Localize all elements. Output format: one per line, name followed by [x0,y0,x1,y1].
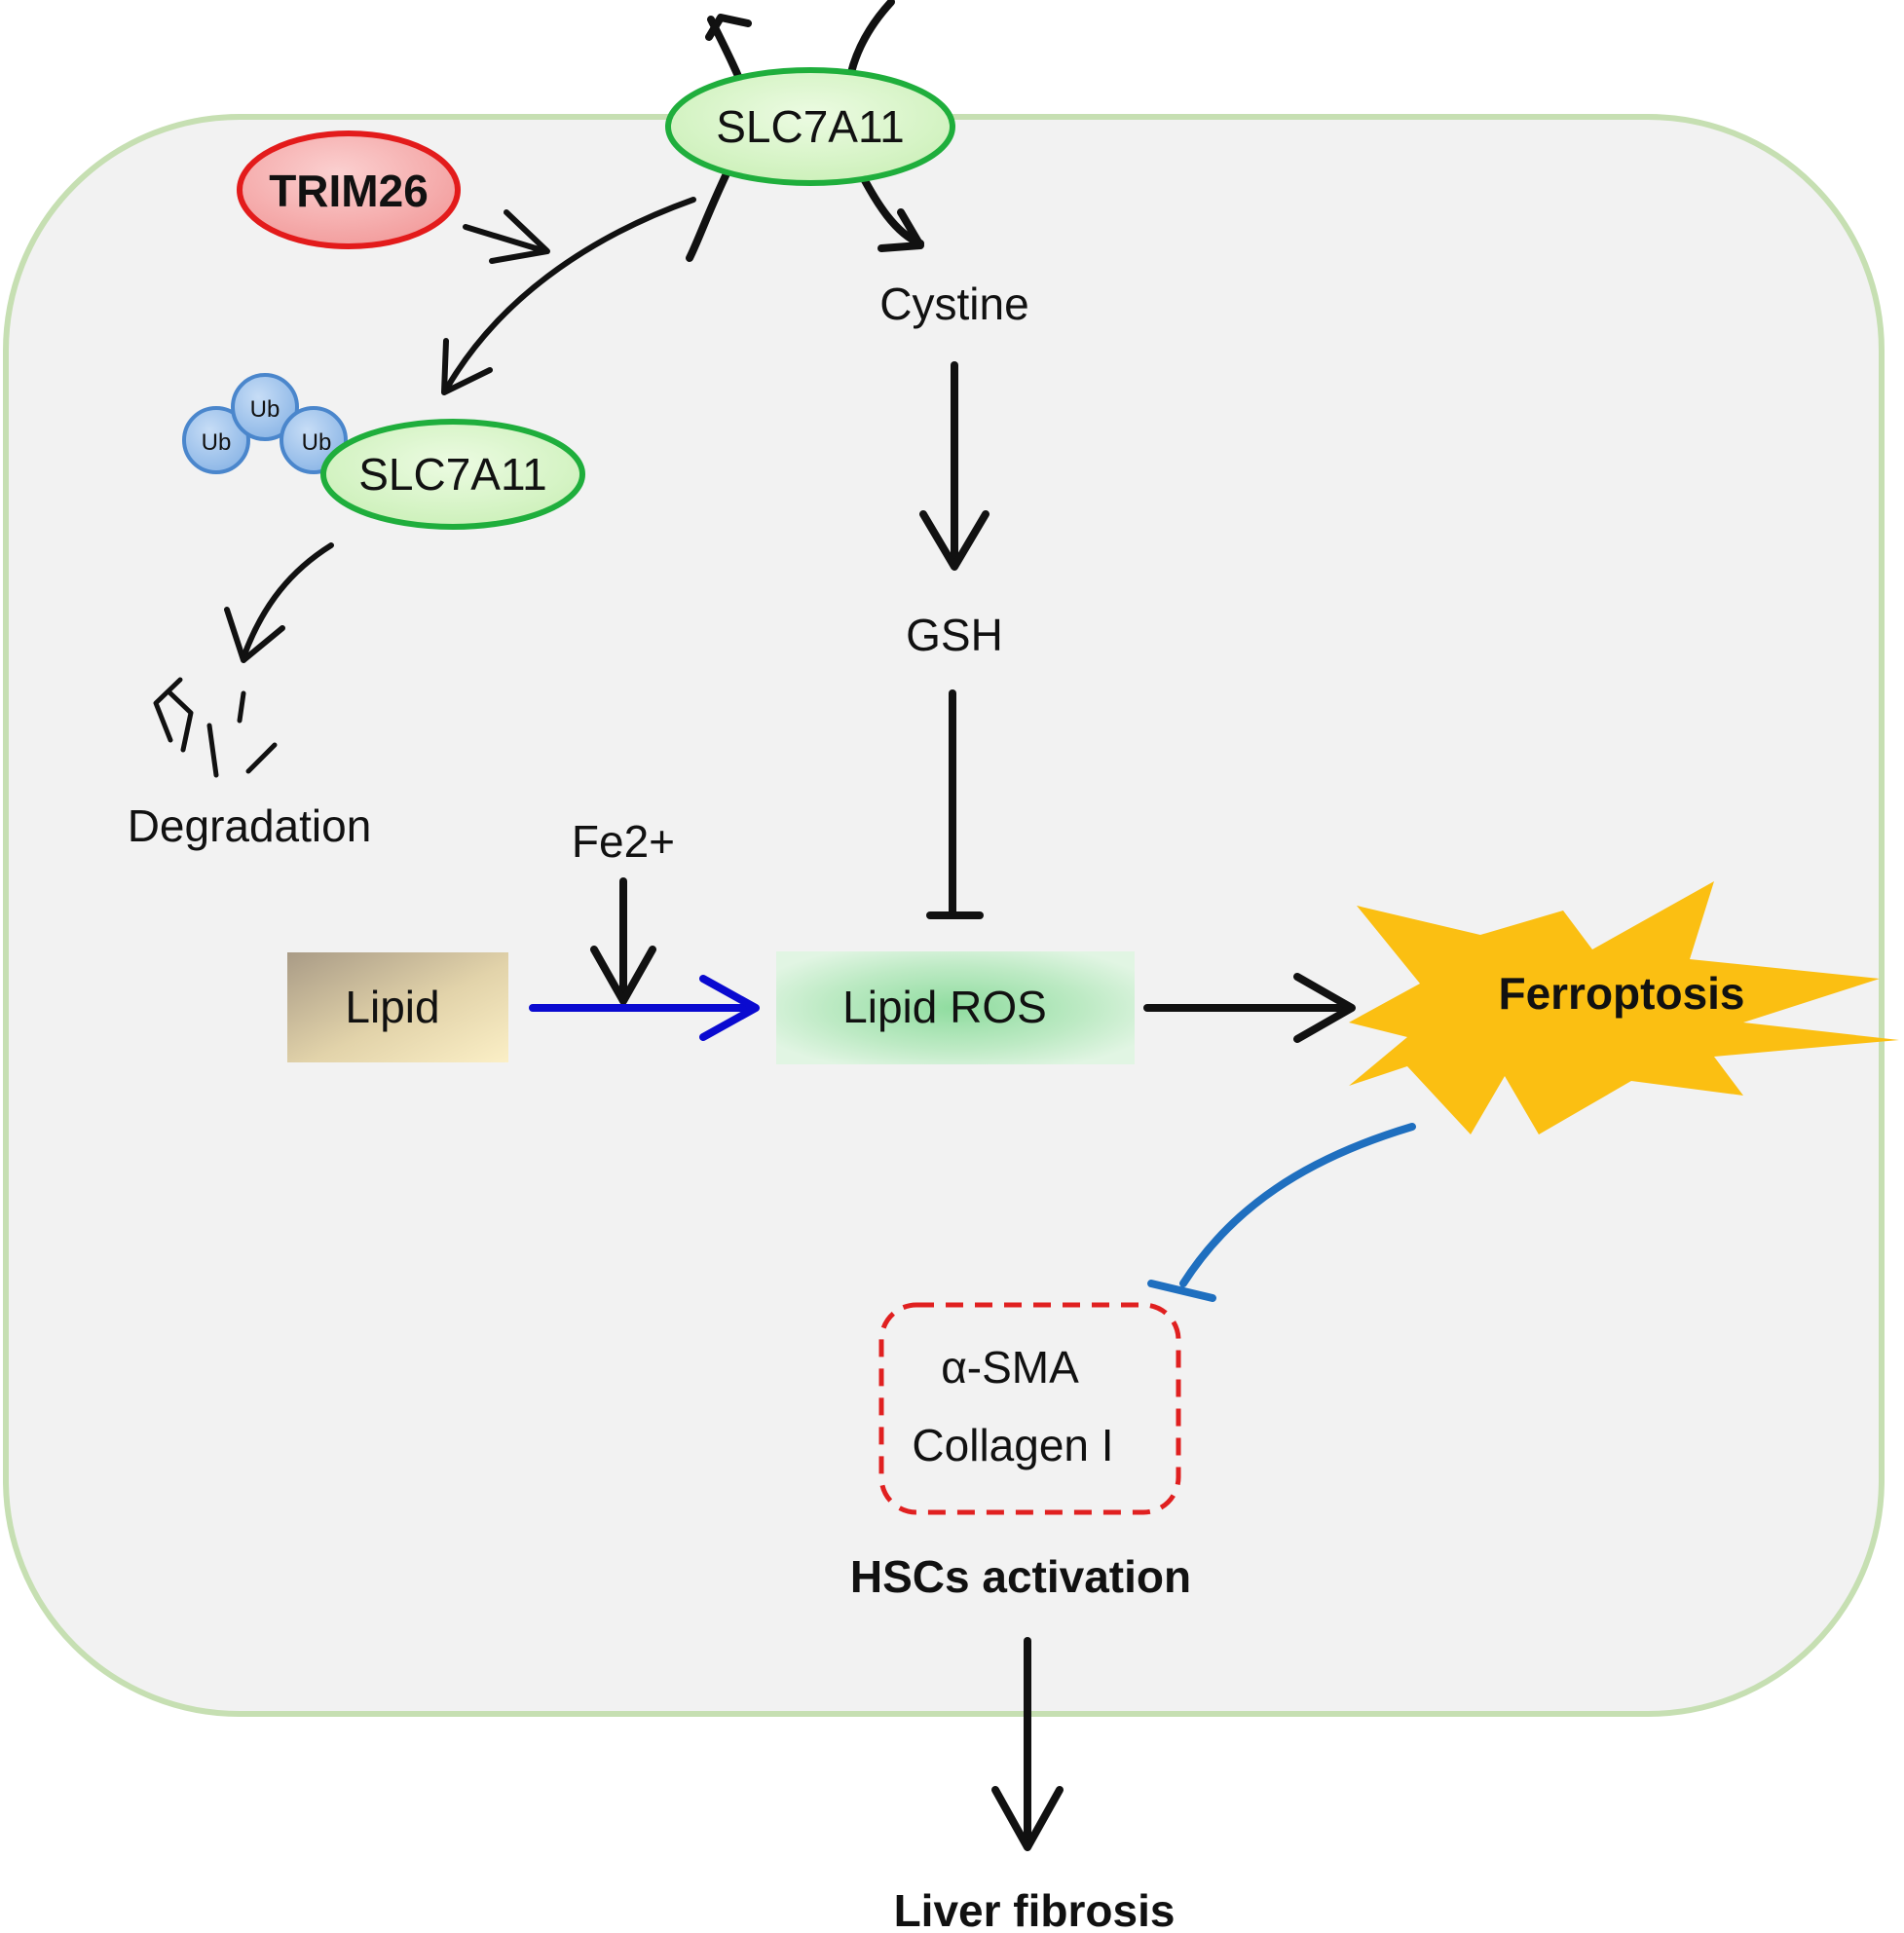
alpha-sma-label: α-SMA [941,1342,1079,1393]
ub-label: Ub [302,429,332,456]
lipid-ros-box [776,951,1135,1064]
gsh-label: GSH [906,610,1003,660]
liver-fibrosis-label: Liver fibrosis [894,1885,1176,1933]
lipid-ros-label: Lipid ROS [842,982,1047,1032]
ferroptosis-burst [1349,881,1899,1134]
lipid-ros-arrow [529,975,760,1041]
fe2-arrow [590,877,656,1005]
ub-circle [231,373,299,441]
degradation-fragments [153,677,278,778]
collagen-label: Collagen I [912,1420,1113,1470]
fibrosis-arrow [991,1637,1064,1851]
ub-circle [182,406,250,474]
trim26-arrow [463,209,550,264]
gsh-inhibition [926,689,984,919]
slc7a11-membrane-label: SLC7A11 [716,101,905,152]
cystine-gsh-arrow [919,361,989,571]
slc7a11-ub-label: SLC7A11 [358,449,547,500]
slc7a11-membrane-ellipse [665,67,955,186]
ferroptosis-inhibition [1147,1123,1416,1302]
lipid-label: Lipid [345,982,439,1032]
trim26-ellipse [237,130,461,249]
ub-label: Ub [202,429,232,456]
ros-ferroptosis-arrow [1143,973,1356,1043]
cystine-label: Cystine [879,279,1028,329]
ferroptosis-label: Ferroptosis [1498,968,1744,1019]
ub-label: Ub [250,396,280,423]
degradation-arrow [224,542,334,663]
trim26-label: TRIM26 [269,166,429,216]
lipid-box [287,952,508,1062]
hsc-marker-box [878,1302,1181,1515]
fe2-label: Fe2+ [572,816,675,867]
hscs-activation-label: HSCs activation [850,1551,1191,1602]
degradation-label: Degradation [128,800,372,851]
ubiquitination-arrow [441,197,696,395]
slc7a11-ub-ellipse [320,419,585,530]
